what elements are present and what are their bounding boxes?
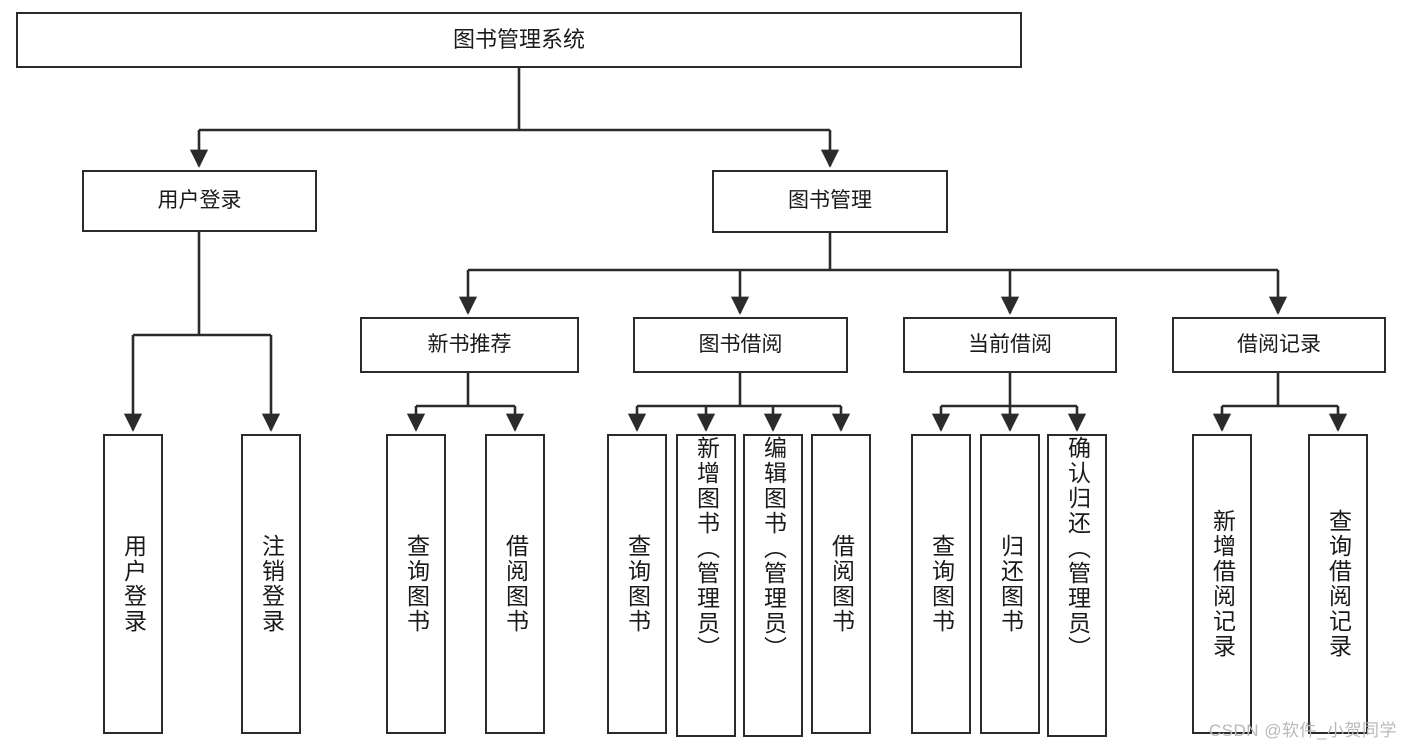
- node-new-book-recommend[interactable]: 新书推荐: [360, 317, 579, 373]
- node-leaf-add-book-label: 新增图书（管理员）: [693, 436, 720, 661]
- node-leaf-return-book-label: 归还图书: [997, 534, 1024, 634]
- node-root-label: 图书管理系统: [452, 27, 585, 53]
- node-borrow-record[interactable]: 借阅记录: [1172, 317, 1386, 373]
- node-book-borrow-label: 图书借阅: [698, 332, 783, 356]
- node-leaf-logout-label: 注销登录: [258, 534, 285, 634]
- node-leaf-query-record[interactable]: 查询借阅记录: [1308, 434, 1368, 734]
- node-leaf-add-record[interactable]: 新增借阅记录: [1192, 434, 1252, 734]
- node-root[interactable]: 图书管理系统: [16, 12, 1022, 68]
- node-new-book-recommend-label: 新书推荐: [427, 332, 512, 356]
- node-leaf-query-book-1-label: 查询图书: [403, 534, 430, 634]
- node-leaf-confirm-return-label: 确认归还（管理员）: [1064, 436, 1091, 661]
- csdn-watermark: CSDN @软件_小贺同学: [1208, 721, 1397, 740]
- node-book-manage[interactable]: 图书管理: [712, 170, 948, 233]
- node-leaf-logout[interactable]: 注销登录: [241, 434, 301, 734]
- node-leaf-query-book-3-label: 查询图书: [928, 534, 955, 634]
- node-leaf-query-record-label: 查询借阅记录: [1325, 509, 1352, 659]
- node-leaf-query-book-2-label: 查询图书: [624, 534, 651, 634]
- node-book-manage-label: 图书管理: [788, 189, 872, 213]
- node-leaf-confirm-return[interactable]: 确认归还（管理员）: [1047, 434, 1107, 737]
- node-user-login-label: 用户登录: [157, 188, 242, 212]
- node-leaf-borrow-book-1-label: 借阅图书: [502, 534, 529, 634]
- node-current-borrow-label: 当前借阅: [968, 332, 1052, 356]
- node-leaf-query-book-3[interactable]: 查询图书: [911, 434, 971, 734]
- node-borrow-record-label: 借阅记录: [1237, 332, 1321, 356]
- node-leaf-add-book[interactable]: 新增图书（管理员）: [676, 434, 736, 737]
- node-leaf-borrow-book-2[interactable]: 借阅图书: [811, 434, 871, 734]
- node-leaf-user-login[interactable]: 用户登录: [103, 434, 163, 734]
- node-leaf-add-record-label: 新增借阅记录: [1209, 509, 1236, 659]
- node-user-login[interactable]: 用户登录: [82, 170, 317, 232]
- node-leaf-query-book-1[interactable]: 查询图书: [386, 434, 446, 734]
- node-leaf-return-book[interactable]: 归还图书: [980, 434, 1040, 734]
- node-current-borrow[interactable]: 当前借阅: [903, 317, 1117, 373]
- node-leaf-borrow-book-2-label: 借阅图书: [828, 534, 855, 634]
- node-leaf-query-book-2[interactable]: 查询图书: [607, 434, 667, 734]
- node-leaf-borrow-book-1[interactable]: 借阅图书: [485, 434, 545, 734]
- node-leaf-edit-book[interactable]: 编辑图书（管理员）: [743, 434, 803, 737]
- node-book-borrow[interactable]: 图书借阅: [633, 317, 848, 373]
- node-leaf-user-login-label: 用户登录: [120, 534, 147, 634]
- node-leaf-edit-book-label: 编辑图书（管理员）: [760, 436, 787, 661]
